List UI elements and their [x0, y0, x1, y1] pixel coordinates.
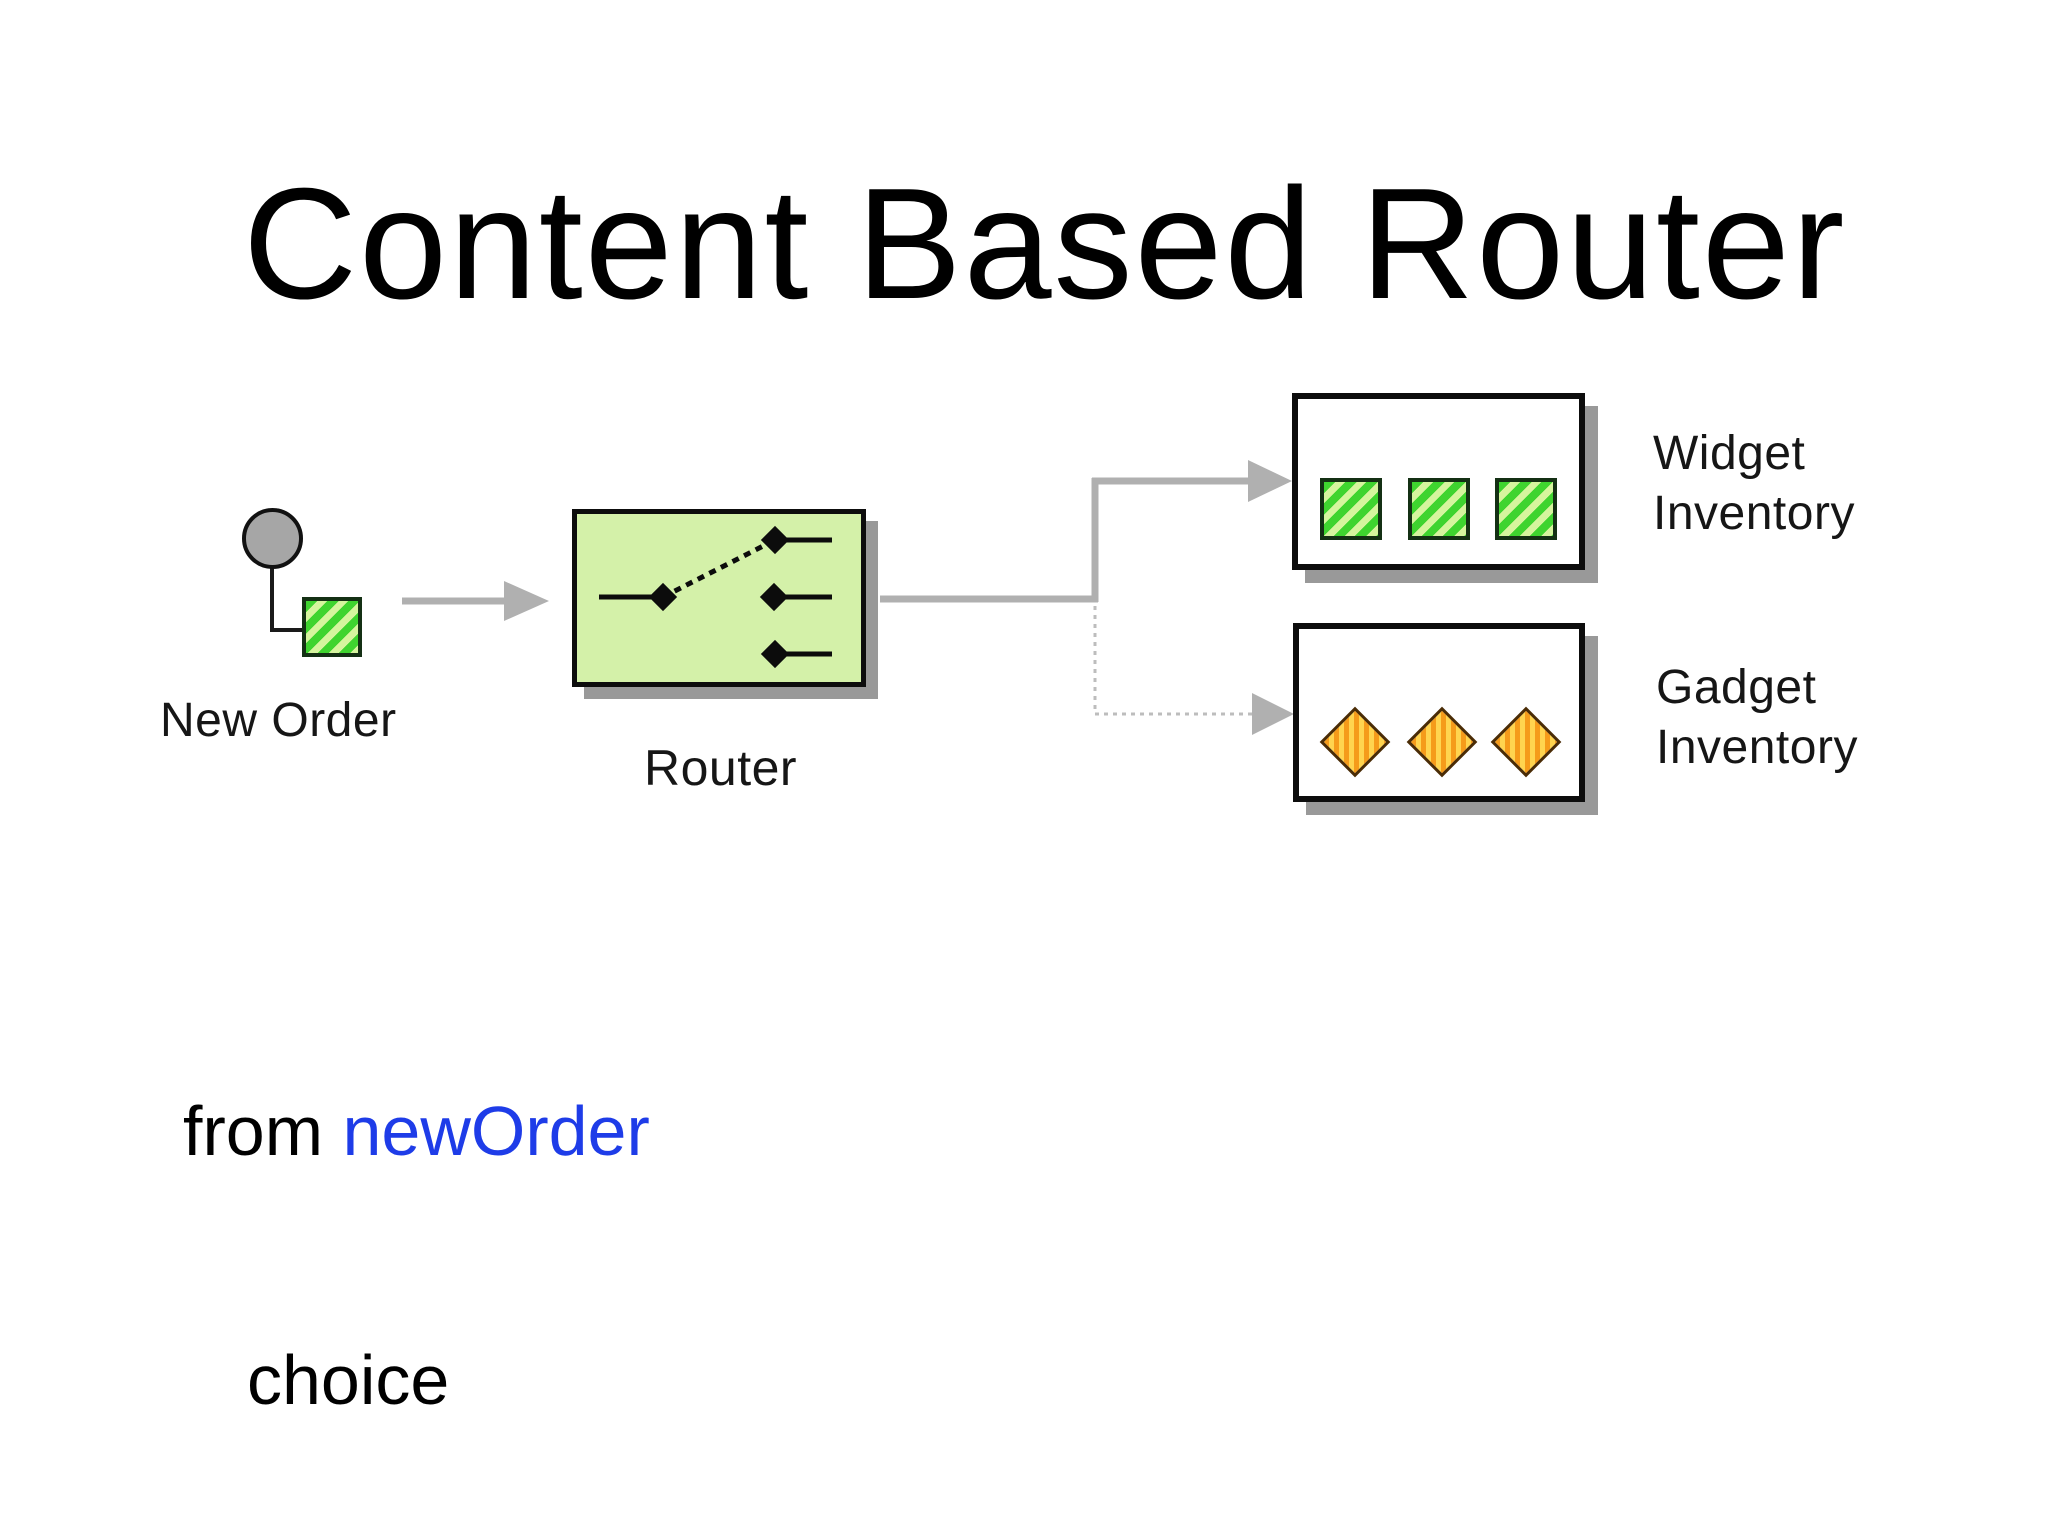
widget-inventory-label: Widget Inventory	[1653, 427, 1855, 540]
arrowhead-icon	[1252, 693, 1294, 735]
source-connector-line	[270, 567, 274, 631]
gadget-message-icon	[1406, 706, 1478, 778]
code-block: from newOrder choice when isWidget to wi…	[183, 924, 1062, 1536]
new-order-message-icon	[302, 597, 362, 657]
code-text: from	[183, 1092, 343, 1170]
arrow-source-to-router	[402, 581, 549, 621]
code-line-from: from newOrder	[183, 1090, 1062, 1173]
widget-message-icon	[1495, 478, 1557, 540]
code-keyword: newOrder	[342, 1092, 650, 1170]
widget-message-icon	[1320, 478, 1382, 540]
router-box	[572, 509, 866, 687]
arrow-to-widget-inventory	[1091, 460, 1292, 602]
arrowhead-icon	[1248, 460, 1292, 502]
gadget-inventory-box	[1293, 623, 1585, 802]
new-order-label: New Order	[160, 694, 397, 747]
code-line-choice: choice	[247, 1339, 1062, 1422]
gadget-inventory-label: Gadget Inventory	[1656, 661, 1858, 774]
gadget-message-icon	[1490, 706, 1562, 778]
gadget-message-icon	[1319, 706, 1391, 778]
code-text: choice	[247, 1341, 450, 1419]
source-connector-line	[270, 628, 304, 632]
slide-title: Content Based Router	[243, 156, 1847, 332]
router-label: Router	[644, 740, 798, 796]
dotted-arrow-to-gadget-inventory	[1093, 606, 1294, 735]
widget-inventory-box	[1292, 393, 1585, 570]
widget-message-icon	[1408, 478, 1470, 540]
router-switch-icon	[599, 525, 832, 669]
arrowhead-icon	[504, 581, 549, 621]
message-source-icon	[242, 508, 303, 569]
